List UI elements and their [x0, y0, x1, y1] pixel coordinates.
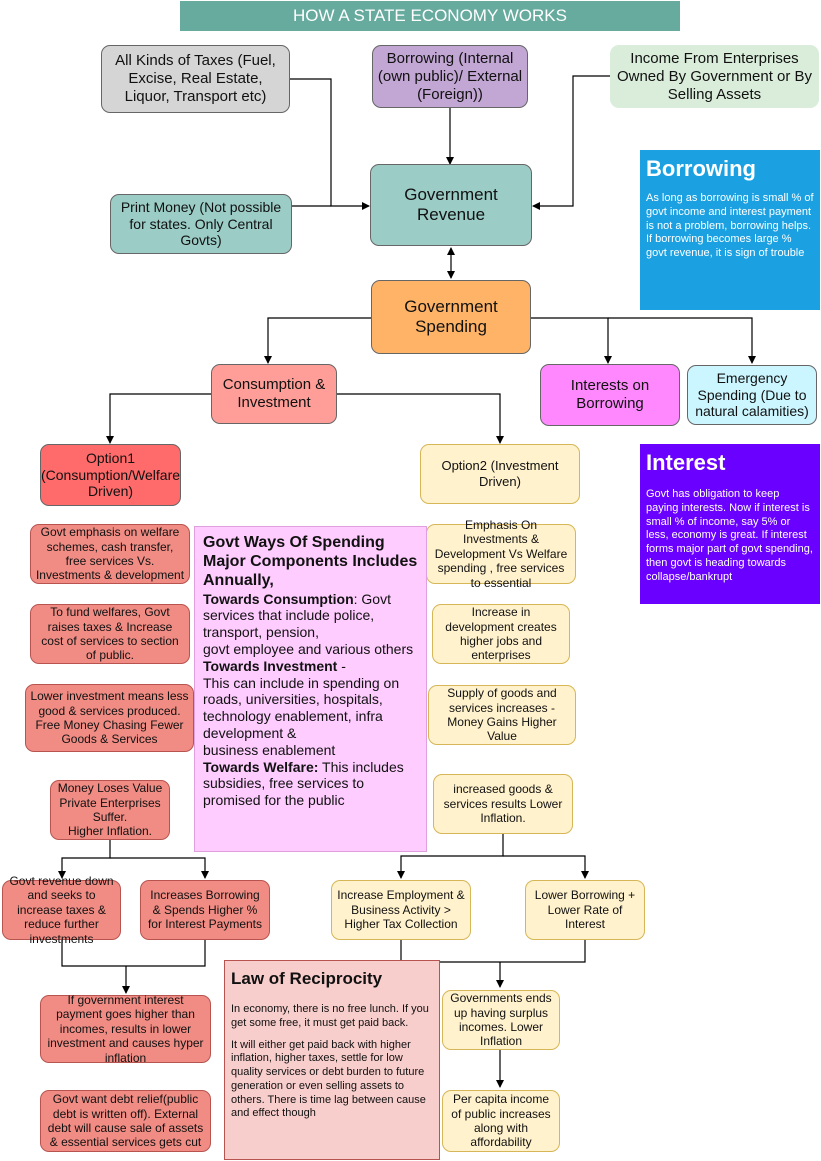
law-panel-heading: Law of Reciprocity — [231, 969, 383, 988]
borrowing-info-panel: Borrowing As long as borrowing is small … — [640, 150, 820, 310]
option1-debt-relief: Govt want debt relief(public debt is wri… — [40, 1090, 211, 1152]
arrow-spending-interests — [531, 317, 612, 364]
law-panel-para2: It will either get paid back with higher… — [231, 1038, 426, 1120]
option2-node: Option2 (Investment Driven) — [420, 444, 580, 504]
interest-info-panel: Interest Govt has obligation to keep pay… — [640, 444, 820, 604]
option2-lower-borrowing: Lower Borrowing + Lower Rate of Interest — [525, 880, 645, 940]
arrow-consumption-option2 — [337, 393, 504, 444]
spending-welfare-label: Towards Welfare: — [203, 758, 319, 775]
government-spending-node: Government Spending — [371, 280, 531, 354]
option2-step-investment-emphasis: Emphasis On Investments & Development Vs… — [426, 518, 576, 590]
arrow-consumption-option1 — [106, 393, 211, 444]
option1-node: Option1 (Consumption/Welfare Driven) — [40, 444, 181, 506]
option2-higher-tax-collection: Increase Employment & Business Activity … — [331, 880, 471, 940]
spending-panel-heading: Govt Ways Of Spending Major Components I… — [203, 534, 418, 590]
option1-step-raise-taxes: To fund welfares, Govt raises taxes & In… — [30, 604, 190, 664]
spending-investment-label: Towards Investment — [203, 657, 338, 674]
arrow-spending-consumption — [264, 317, 371, 364]
option2-step-higher-jobs: Increase in development creates higher j… — [432, 604, 570, 664]
option1-step-welfare-emphasis: Govt emphasis on welfare schemes, cash t… — [30, 524, 190, 584]
arrow-o2-merge — [400, 940, 586, 987]
interest-panel-text: Govt has obligation to keep paying inter… — [646, 488, 813, 583]
arrow-spending-emergency — [608, 317, 756, 364]
option2-per-capita-income: Per capita income of public increases al… — [442, 1090, 560, 1152]
borrowing-panel-text: As long as borrowing is small % of govt … — [646, 192, 814, 259]
government-revenue-node: Government Revenue — [370, 164, 532, 246]
arrow-o2-split — [397, 834, 504, 879]
option1-hyper-inflation: If government interest payment goes high… — [40, 993, 211, 1065]
interests-on-borrowing-node: Interests on Borrowing — [540, 364, 680, 426]
option1-revenue-down: Govt revenue down and seeks to increase … — [2, 874, 121, 946]
law-of-reciprocity-panel: Law of Reciprocity In economy, there is … — [224, 960, 440, 1160]
income-enterprises-node: Income From Enterprises Owned By Governm… — [610, 45, 819, 108]
spending-investment-item: Towards Investment - This can include in… — [203, 658, 418, 759]
spending-welfare-item: Towards Welfare: This includes subsidies… — [203, 759, 418, 809]
arrow-o1-merge — [61, 940, 206, 993]
spending-consumption-text: : Govt services that include police, tra… — [203, 590, 414, 657]
arrow-o2-split-right — [503, 855, 589, 879]
print-money-node: Print Money (Not possible for states. On… — [110, 194, 292, 254]
borrowing-source-node: Borrowing (Internal (own public)/ Extern… — [372, 45, 528, 108]
arrow-o1-split — [58, 840, 111, 879]
interest-panel-heading: Interest — [646, 450, 726, 475]
spending-investment-text: - This can include in spending on roads,… — [203, 657, 400, 758]
option2-surplus-incomes: Governments ends up having surplus incom… — [442, 990, 560, 1050]
option1-increase-borrowing: Increases Borrowing & Spends Higher % fo… — [140, 880, 270, 940]
option1-step-lower-investment: Lower investment means less good & servi… — [25, 684, 194, 752]
arrow-enterprises-revenue — [532, 75, 610, 210]
spending-components-panel: Govt Ways Of Spending Major Components I… — [194, 526, 427, 852]
emergency-spending-node: Emergency Spending (Due to natural calam… — [687, 365, 817, 425]
page-title: HOW A STATE ECONOMY WORKS — [180, 1, 680, 31]
spending-consumption-label: Towards Consumption — [203, 590, 354, 607]
arrow-taxes-revenue — [290, 78, 370, 210]
spending-welfare-text: This includes subsidies, free services t… — [203, 758, 404, 809]
option1-step-money-loses-value: Money Loses Value Private Enterprises Su… — [50, 780, 170, 840]
option2-step-lower-inflation: increased goods & services results Lower… — [433, 774, 573, 834]
law-panel-para1: In economy, there is no free lunch. If y… — [231, 1003, 429, 1029]
consumption-investment-node: Consumption & Investment — [211, 364, 337, 424]
taxes-node: All Kinds of Taxes (Fuel, Excise, Real E… — [101, 45, 290, 113]
arrow-o1-split-right — [110, 857, 209, 879]
borrowing-panel-heading: Borrowing — [646, 156, 756, 181]
spending-consumption-item: Towards Consumption: Govt services that … — [203, 591, 418, 658]
option2-step-supply-increases: Supply of goods and services increases -… — [428, 685, 576, 745]
